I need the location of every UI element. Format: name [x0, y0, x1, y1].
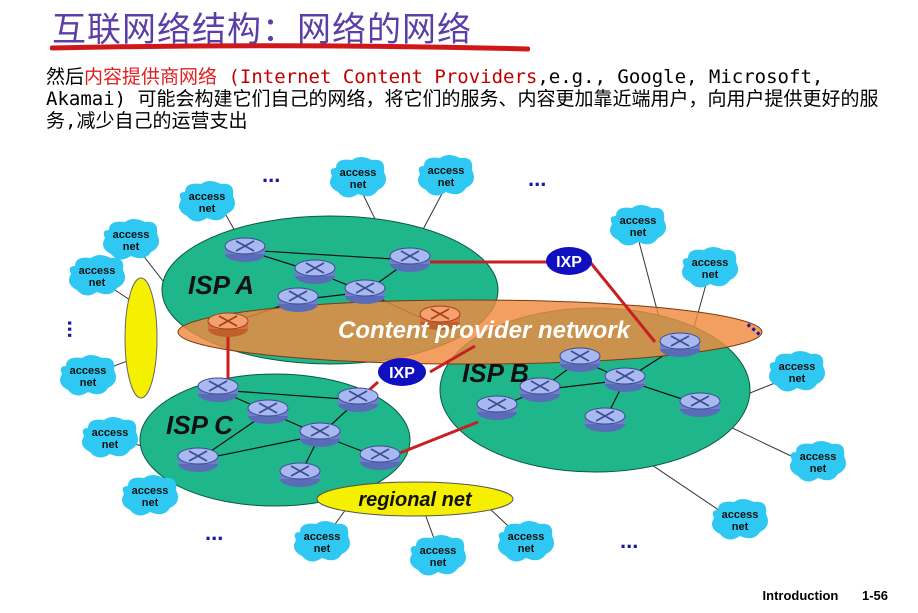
- svg-text:access: access: [508, 531, 545, 543]
- svg-text:access: access: [70, 365, 107, 377]
- svg-text:net: net: [123, 241, 140, 253]
- svg-text:...: ...: [620, 528, 638, 553]
- svg-text:...: ...: [205, 520, 223, 545]
- ixp-top-label: IXP: [556, 254, 582, 271]
- svg-text:...: ...: [262, 162, 280, 187]
- regional-net: [316, 481, 514, 517]
- svg-text:net: net: [789, 373, 806, 385]
- title-underline: [50, 43, 530, 52]
- svg-text:access: access: [92, 427, 129, 439]
- svg-text:net: net: [350, 179, 367, 191]
- ixp-top-oval: [546, 247, 592, 275]
- network-diagram: IXP IXP regional net ISP A ISP B ISP C C…: [60, 155, 846, 576]
- svg-text:net: net: [89, 277, 106, 289]
- footer-label: Introduction: [762, 588, 839, 603]
- regional-net-label: regional net: [358, 489, 473, 511]
- svg-text:net: net: [732, 521, 749, 533]
- svg-text:access: access: [132, 485, 169, 497]
- para-content-providers-cn: 内容提供商网络: [84, 66, 218, 88]
- svg-text:access: access: [722, 509, 759, 521]
- isp-b-label: ISP B: [462, 358, 529, 388]
- svg-text:access: access: [800, 451, 837, 463]
- svg-text:net: net: [630, 227, 647, 239]
- svg-text:net: net: [702, 269, 719, 281]
- svg-text:...: ...: [528, 166, 546, 191]
- slide-footer: Introduction 1-56: [743, 588, 888, 603]
- svg-text:net: net: [810, 463, 827, 475]
- para-content-providers-en: Internet Content Providers: [239, 66, 538, 88]
- content-provider-label: Content provider network: [338, 317, 632, 344]
- svg-text:access: access: [620, 215, 657, 227]
- left-regional-net: [124, 277, 158, 399]
- svg-text:access: access: [340, 167, 377, 179]
- ixp-bottom-oval: [378, 358, 426, 386]
- svg-text:access: access: [79, 265, 116, 277]
- svg-text:access: access: [420, 545, 457, 557]
- intro-paragraph: 然后内容提供商网络 (Internet Content Providers,e.…: [46, 66, 906, 132]
- para-text-2: ,e.g., Google, Microsoft, Akamai) 可能会构建它…: [46, 66, 879, 132]
- svg-text:net: net: [438, 177, 455, 189]
- svg-text:net: net: [80, 377, 97, 389]
- ixp-bottom-label: IXP: [389, 365, 415, 382]
- footer-page-number: 1-56: [861, 588, 888, 603]
- svg-text:net: net: [199, 203, 216, 215]
- svg-text:access: access: [692, 257, 729, 269]
- svg-text:access: access: [189, 191, 226, 203]
- svg-text:net: net: [142, 497, 159, 509]
- svg-text:access: access: [304, 531, 341, 543]
- svg-text:net: net: [314, 543, 331, 555]
- isp-c-label: ISP C: [166, 410, 234, 440]
- svg-text:access: access: [113, 229, 150, 241]
- para-text-1: 然后: [46, 66, 85, 88]
- content-provider-network: [177, 299, 763, 365]
- isp-a-label: ISP A: [188, 270, 254, 300]
- svg-text:...: ...: [63, 320, 88, 338]
- svg-text:access: access: [428, 165, 465, 177]
- svg-text:net: net: [102, 439, 119, 451]
- para-paren-open: (: [217, 66, 240, 88]
- svg-text:net: net: [430, 557, 447, 569]
- svg-text:access: access: [779, 361, 816, 373]
- svg-text:net: net: [518, 543, 535, 555]
